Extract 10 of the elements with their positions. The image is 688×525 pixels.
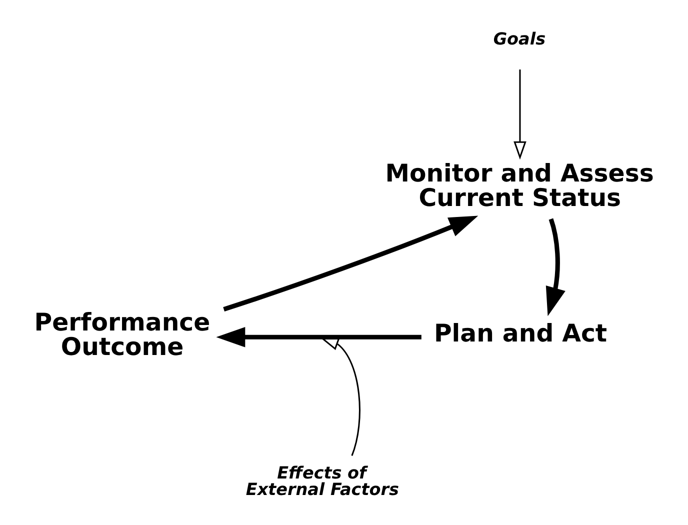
node-text: Plan and Act [433,318,607,348]
arrow [513,70,526,160]
node-text: Goals [492,28,546,48]
arrow [320,338,360,456]
arrow [216,326,421,348]
arrow [545,218,565,316]
node-text: Monitor and Assess Current Status [384,158,654,212]
arrow [222,216,478,312]
node-text: Effects of External Factors [245,462,398,500]
node-text: Performance Outcome [34,308,210,362]
